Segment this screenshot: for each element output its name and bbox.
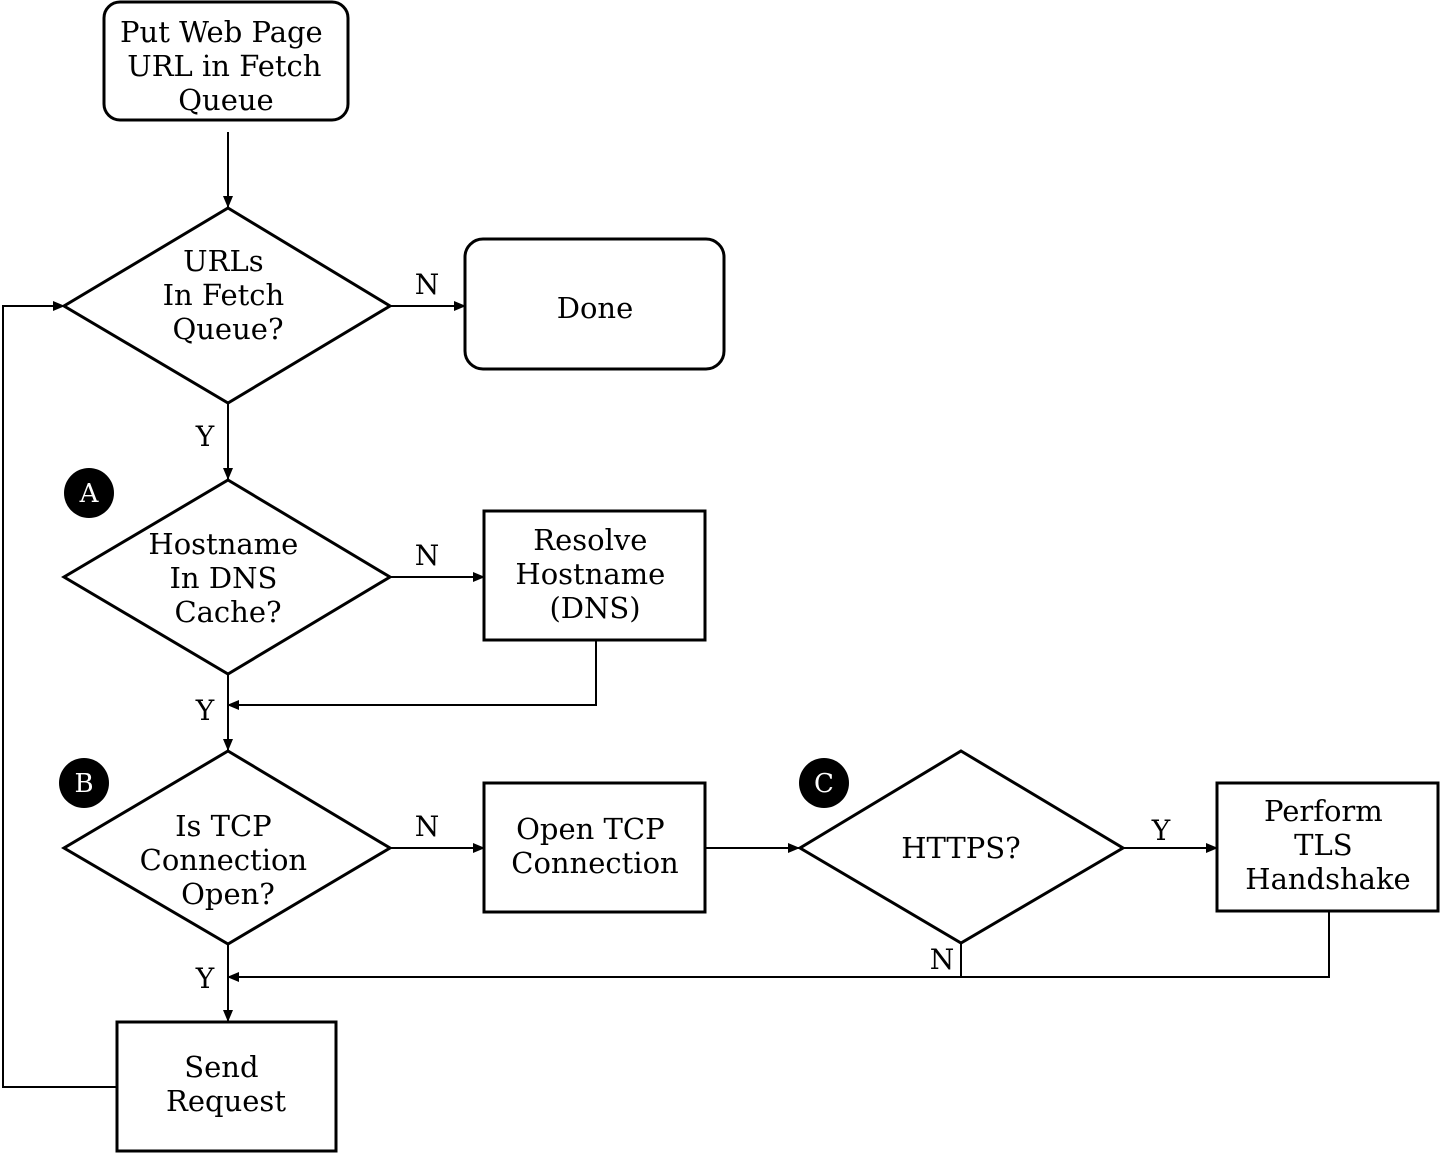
badge-b-label: B bbox=[74, 769, 93, 799]
edge-send-loop-to-queue bbox=[2, 301, 117, 1088]
edge-label-tcp-yes: Y bbox=[195, 962, 215, 995]
svg-text:Send Request: Send Request bbox=[166, 1050, 286, 1118]
svg-text:Resolve Hostname (: Resolve Hostname (DNS) bbox=[515, 523, 674, 625]
node-tls-line-2: TLS bbox=[1294, 828, 1352, 862]
node-urls-in-queue-line-3: Queue? bbox=[172, 312, 283, 346]
svg-text:Hostname In DNS Ca: Hostname In DNS Cache? bbox=[148, 527, 307, 629]
svg-text:Put Web Page URL in Fetc: Put Web Page URL in Fetch Queue bbox=[120, 15, 332, 117]
edge-label-queue-yes: Y bbox=[195, 420, 215, 453]
node-send-request: Send Request bbox=[115, 1020, 338, 1153]
svg-text:Open TCP Connection: Open TCP Connection bbox=[511, 812, 678, 880]
svg-text:Perform TLS Handsh: Perform TLS Handshake bbox=[1245, 794, 1410, 896]
node-hostname-in-cache-line-1: Hostname bbox=[148, 527, 298, 561]
edge-label-cache-yes: Y bbox=[195, 694, 215, 727]
node-urls-in-queue-line-2: In Fetch bbox=[163, 278, 285, 312]
connectors bbox=[2, 132, 1330, 1088]
node-hostname-in-cache-line-3: Cache? bbox=[174, 595, 281, 629]
badge-c-label: C bbox=[814, 769, 834, 799]
node-resolve-hostname: Resolve Hostname (DNS) bbox=[482, 509, 707, 642]
edge-label-cache-no: N bbox=[415, 539, 440, 572]
node-urls-in-queue-line-1: URLs bbox=[183, 244, 263, 278]
node-tls-line-3: Handshake bbox=[1245, 862, 1410, 896]
node-hostname-in-cache: Hostname In DNS Cache? bbox=[61, 478, 393, 676]
node-resolve-hostname-line-2: Hostname bbox=[515, 557, 665, 591]
node-open-tcp: Open TCP Connection bbox=[482, 781, 707, 914]
edge-label-https-yes: Y bbox=[1151, 814, 1171, 847]
badge-b: B bbox=[59, 758, 109, 808]
edge-resolve-to-merge bbox=[227, 641, 597, 710]
node-tcp-open-line-2: Connection bbox=[140, 843, 307, 877]
node-open-tcp-line-1: Open TCP bbox=[516, 812, 664, 846]
badge-c: C bbox=[799, 758, 849, 808]
node-open-tcp-line-2: Connection bbox=[511, 846, 678, 880]
node-done: Done bbox=[463, 237, 726, 371]
node-hostname-in-cache-line-2: In DNS bbox=[169, 561, 277, 595]
node-tls: Perform TLS Handshake bbox=[1215, 781, 1440, 913]
svg-text:HTTPS?: HTTPS? bbox=[901, 831, 1020, 865]
node-put-url-line-1: Put Web Page bbox=[120, 15, 323, 49]
node-resolve-hostname-line-3: (DNS) bbox=[549, 591, 640, 625]
node-urls-in-queue: URLs In Fetch Queue? bbox=[61, 206, 393, 405]
node-tcp-open-line-3: Open? bbox=[181, 877, 275, 911]
node-tcp-open-line-1: Is TCP bbox=[175, 809, 272, 843]
node-https: HTTPS? bbox=[797, 749, 1126, 945]
node-done-line-1: Done bbox=[557, 291, 634, 325]
node-put-url-line-3: Queue bbox=[178, 83, 273, 117]
node-send-request-line-1: Send bbox=[184, 1050, 258, 1084]
svg-text:URLs In Fetch Queu: URLs In Fetch Queue? bbox=[163, 244, 294, 346]
svg-text:Is TCP Connection: Is TCP Connection Open? bbox=[140, 809, 317, 911]
badge-a: A bbox=[64, 468, 114, 518]
badge-a-label: A bbox=[79, 479, 100, 509]
node-tls-line-1: Perform bbox=[1264, 794, 1383, 828]
edge-label-https-no: N bbox=[930, 943, 955, 976]
edge-labels: N Y N Y N Y Y N bbox=[195, 268, 1171, 995]
node-put-url: Put Web Page URL in Fetch Queue bbox=[102, 0, 350, 122]
svg-text:Done: Done bbox=[557, 291, 634, 325]
node-send-request-line-2: Request bbox=[166, 1084, 286, 1118]
node-https-line-1: HTTPS? bbox=[901, 831, 1020, 865]
node-put-url-line-2: URL in Fetch bbox=[127, 49, 321, 83]
node-resolve-hostname-line-1: Resolve bbox=[533, 523, 647, 557]
edge-label-queue-no: N bbox=[415, 268, 440, 301]
edge-tls-to-merge bbox=[227, 912, 1330, 982]
node-tcp-open: Is TCP Connection Open? bbox=[61, 749, 393, 946]
edge-label-tcp-no: N bbox=[415, 810, 440, 843]
